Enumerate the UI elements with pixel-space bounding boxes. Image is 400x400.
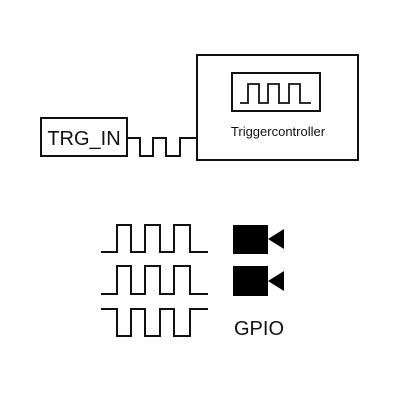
video-camera-icon-body [233,266,268,296]
trigger-controller-box [196,54,359,161]
video-camera-icon [233,225,284,254]
video-camera-icon [233,266,284,296]
trigger-controller-label: Triggercontroller [231,124,326,139]
trigger-controller-waveform [240,83,311,104]
gpio-label: GPIO [234,318,284,340]
camera-trigger-waveform-2 [101,265,208,295]
trigger-input-pulse-train [127,137,196,157]
trigger-input-label: TRG_IN [47,128,120,150]
video-camera-icon-lens [268,271,284,291]
camera-trigger-waveform-1 [101,224,208,253]
gpio-waveform [101,308,208,337]
trigger-controller-waveform-frame [231,72,321,112]
video-camera-icon-lens [268,229,284,249]
video-camera-icon-body [233,225,268,254]
